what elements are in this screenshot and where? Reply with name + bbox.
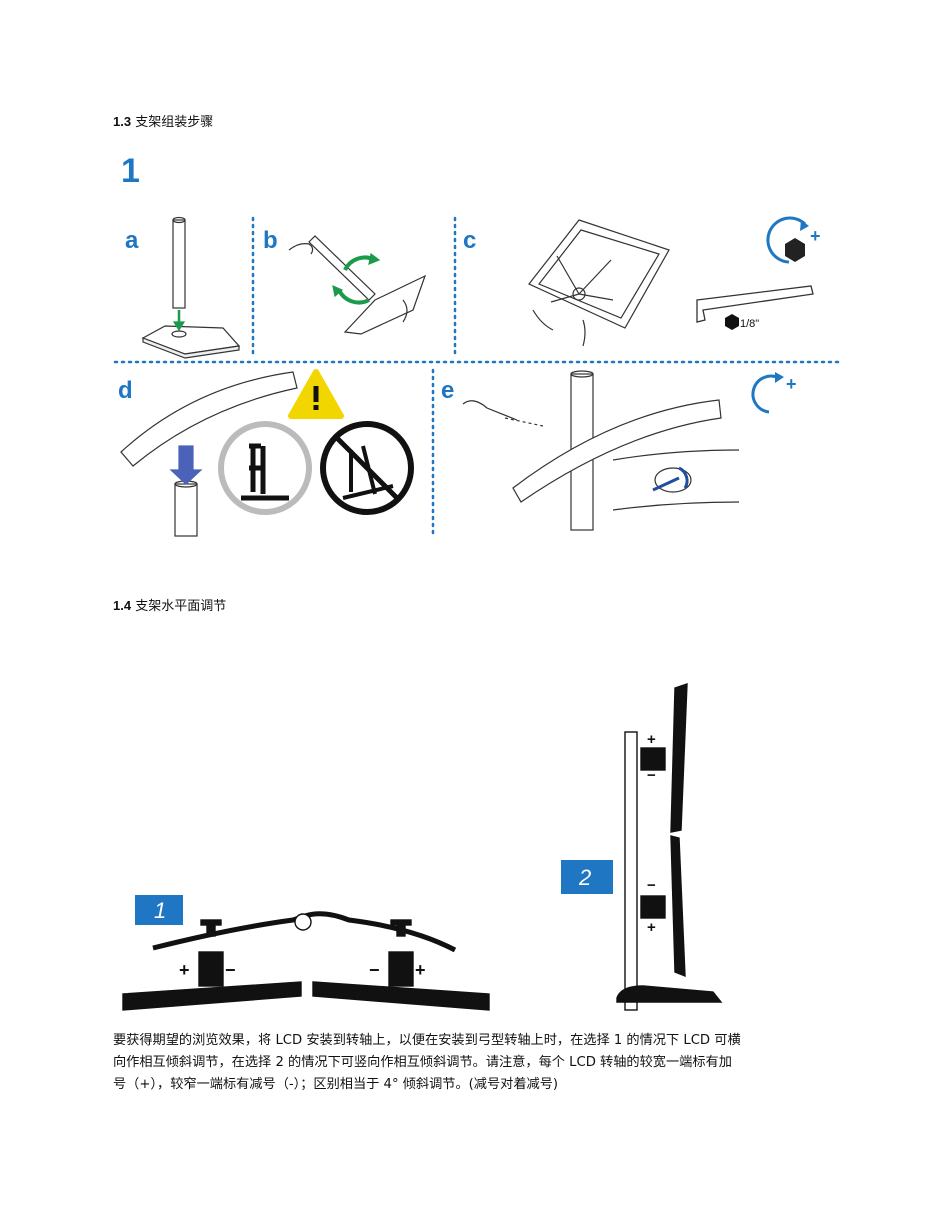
option-2-top-minus: −	[647, 767, 656, 784]
panel-b-rotate-pole	[289, 236, 425, 334]
assembly-steps-figure: 1 a b c d e	[113, 150, 841, 538]
option-2-bottom-minus: −	[647, 877, 656, 894]
step-number: 1	[121, 152, 140, 190]
section-heading-1-3: 1.3 支架组装步骤	[113, 114, 213, 131]
wrench-size-label: 1/8"	[740, 318, 759, 330]
panel-label-d: d	[118, 377, 133, 404]
section-number: 1.3	[113, 114, 131, 129]
panel-label-c: c	[463, 227, 476, 254]
option-1-right-plus: +	[415, 960, 426, 980]
hex-size-icon	[725, 314, 739, 330]
paragraph-line-1: 要获得期望的浏览效果，将 LCD 安装到转轴上，以便在安装到弓型转轴上时，在选择…	[113, 1030, 843, 1052]
warning-icon	[291, 372, 341, 416]
hex-wrench-icon	[697, 286, 813, 322]
incorrect-orientation-icon	[323, 424, 411, 512]
option-2-bottom-plus: +	[647, 919, 656, 936]
option-1-right-minus: −	[369, 960, 380, 980]
section-number: 1.4	[113, 598, 131, 613]
panel-label-e: e	[441, 377, 454, 404]
section-heading-1-4: 1.4 支架水平面调节	[113, 598, 226, 615]
section-title: 支架水平面调节	[135, 599, 226, 614]
panel-label-a: a	[125, 227, 139, 254]
svg-text:+: +	[810, 226, 821, 246]
panel-label-b: b	[263, 227, 278, 254]
option-1-horizontal-tilt	[123, 914, 489, 1010]
rotate-clockwise-hex-icon: +	[768, 218, 821, 262]
correct-orientation-icon	[221, 424, 309, 512]
paragraph-line-2: 向作相互倾斜调节，在选择 2 的情况下可竖向作相互倾斜调节。请注意，每个 LCD…	[113, 1052, 843, 1074]
paragraph-line-3: 号（+），较窄一端标有减号（-）；区别相当于 4° 倾斜调节。(减号对着减号)	[113, 1074, 843, 1096]
option-2-label: 2	[578, 865, 591, 890]
tilt-adjustment-figure: 1 + − − + 2 + − − +	[113, 680, 843, 1015]
option-2-top-plus: +	[647, 731, 656, 748]
panel-c-mount-plate	[529, 220, 669, 346]
rotate-clockwise-icon: +	[753, 372, 797, 412]
svg-text:+: +	[786, 374, 797, 394]
option-1-label: 1	[154, 898, 166, 923]
option-1-left-minus: −	[225, 960, 236, 980]
instruction-paragraph: 要获得期望的浏览效果，将 LCD 安装到转轴上，以便在安装到弓型转轴上时，在选择…	[113, 1030, 843, 1096]
panel-a-pole-base	[143, 218, 239, 359]
option-2-vertical-tilt	[617, 684, 721, 1010]
option-1-left-plus: +	[179, 960, 190, 980]
section-title: 支架组装步骤	[135, 115, 213, 130]
panel-e-fasten-arm	[463, 371, 739, 530]
